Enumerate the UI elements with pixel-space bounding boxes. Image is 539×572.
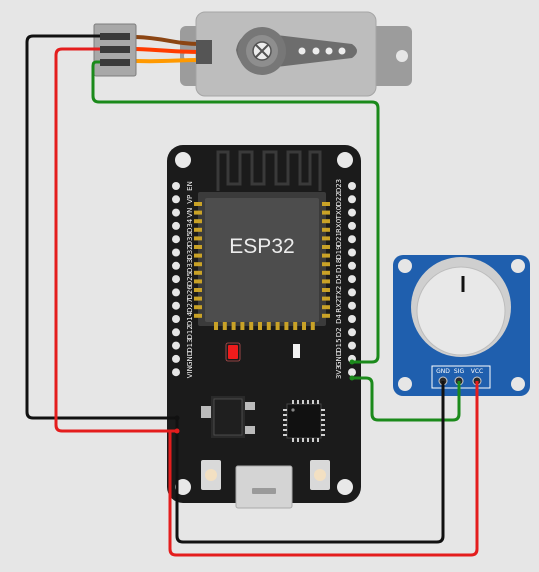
svg-text:GND: GND <box>436 368 450 375</box>
left-pin-header <box>172 182 180 377</box>
pin-label-right: D15 <box>335 338 343 352</box>
pin-label-right: D22 <box>335 192 343 206</box>
servo-horn <box>236 27 357 75</box>
pin-label-left: D26 <box>186 285 194 300</box>
pin-hole-d2[interactable] <box>348 328 356 337</box>
pin-hole-d33[interactable] <box>172 261 180 270</box>
pin-label-left: VP <box>186 195 194 204</box>
pin-label-left: GND <box>186 351 194 367</box>
pin-hole-d32[interactable] <box>172 248 180 257</box>
usb-uart-chip <box>283 400 325 442</box>
pin-hole-d25[interactable] <box>172 275 180 284</box>
pin-label-left: D33 <box>186 259 194 273</box>
pin-hole-vin[interactable] <box>172 368 180 377</box>
pin-hole-d19[interactable] <box>348 248 356 257</box>
boot-button[interactable] <box>201 460 221 490</box>
wires <box>25 34 479 557</box>
wire-servo-signal[interactable] <box>91 60 380 364</box>
pin-label-right: RX0 <box>335 219 343 233</box>
wire-pot-signal[interactable] <box>352 376 461 422</box>
pin-label-right: GND <box>335 351 343 367</box>
pin-label-left: VIN <box>186 366 194 378</box>
svg-text:SIG: SIG <box>454 368 465 375</box>
pin-label-left: D35 <box>186 232 194 246</box>
en-button[interactable] <box>310 460 330 490</box>
pin-hole-d15[interactable] <box>348 341 356 350</box>
pin-hole-d23[interactable] <box>348 182 356 190</box>
pin-label-left: D25 <box>186 272 194 286</box>
right-pin-header <box>348 182 356 377</box>
pin-label-left: VN <box>186 208 194 218</box>
pin-label-right: D4 <box>335 314 343 324</box>
wire-servo-vcc[interactable] <box>54 47 177 433</box>
wire-pot-vcc[interactable] <box>168 381 479 557</box>
pin-hole-d26[interactable] <box>172 288 180 297</box>
pin-hole-d14[interactable] <box>172 315 180 323</box>
pin-label-left: D34 <box>186 218 194 233</box>
servo-motor[interactable] <box>93 11 412 97</box>
wire-pot-gnd[interactable] <box>175 381 445 544</box>
pin-hole-3v3[interactable] <box>348 368 356 377</box>
pin-hole-d13[interactable] <box>172 341 180 350</box>
pin-hole-rx2[interactable] <box>348 301 356 310</box>
pin-label-left: D14 <box>186 311 194 326</box>
pin-hole-d21[interactable] <box>348 235 356 244</box>
pin-label-right: TX0 <box>335 206 343 221</box>
pin-hole-d34[interactable] <box>172 221 180 230</box>
pin-hole-vn[interactable] <box>172 208 180 217</box>
pin-hole-tx0[interactable] <box>348 208 356 217</box>
pin-hole-vp[interactable] <box>172 195 180 204</box>
pin-hole-d35[interactable] <box>172 235 180 244</box>
wire-servo-gnd[interactable] <box>25 34 177 420</box>
pin-label-right: TX2 <box>335 286 343 301</box>
pin-label-right: D21 <box>335 232 343 246</box>
pin-label-right: D5 <box>335 274 343 284</box>
pin-label-left: EN <box>186 181 194 191</box>
pin-hole-en[interactable] <box>172 182 180 190</box>
pin-label-right: D23 <box>335 179 343 193</box>
pin-hole-rx0[interactable] <box>348 221 356 230</box>
pin-hole-d18[interactable] <box>348 261 356 270</box>
potentiometer[interactable]: GND SIG VCC <box>393 255 530 396</box>
pin-hole-d4[interactable] <box>348 315 356 323</box>
pin-label-right: RX2 <box>335 299 343 313</box>
pin-label-right: D18 <box>335 259 343 273</box>
potentiometer-knob[interactable] <box>416 266 506 356</box>
pin-hole-tx2[interactable] <box>348 288 356 297</box>
voltage-regulator <box>201 396 255 438</box>
pin-label-left: D32 <box>186 245 194 259</box>
wire-endpoints <box>174 359 355 434</box>
pin-hole-d5[interactable] <box>348 275 356 284</box>
svg-text:VCC: VCC <box>471 368 483 375</box>
micro-usb-port[interactable] <box>235 465 293 509</box>
esp32-board[interactable]: ESP32 <box>167 145 361 509</box>
servo-cable <box>135 35 212 64</box>
pin-label-right: 3V3 <box>335 365 343 379</box>
pin-label-right: D19 <box>335 245 343 259</box>
status-led <box>228 345 238 359</box>
pin-label-left: D13 <box>186 338 194 352</box>
chip-label: ESP32 <box>229 235 294 258</box>
pin-label-left: D12 <box>186 325 194 339</box>
pin-hole-d27[interactable] <box>172 301 180 310</box>
servo-connector[interactable] <box>93 23 137 77</box>
pin-label-right: D2 <box>335 327 343 337</box>
pin-label-left: D27 <box>186 299 194 313</box>
pin-hole-d22[interactable] <box>348 195 356 204</box>
pin-hole-gnd[interactable] <box>172 354 180 363</box>
esp32-module: ESP32 <box>194 192 330 330</box>
antenna-trace <box>216 150 322 191</box>
pin-hole-d12[interactable] <box>172 328 180 337</box>
potentiometer-pin-labels: GND SIG VCC <box>436 368 483 375</box>
smd-resistor <box>293 344 300 358</box>
